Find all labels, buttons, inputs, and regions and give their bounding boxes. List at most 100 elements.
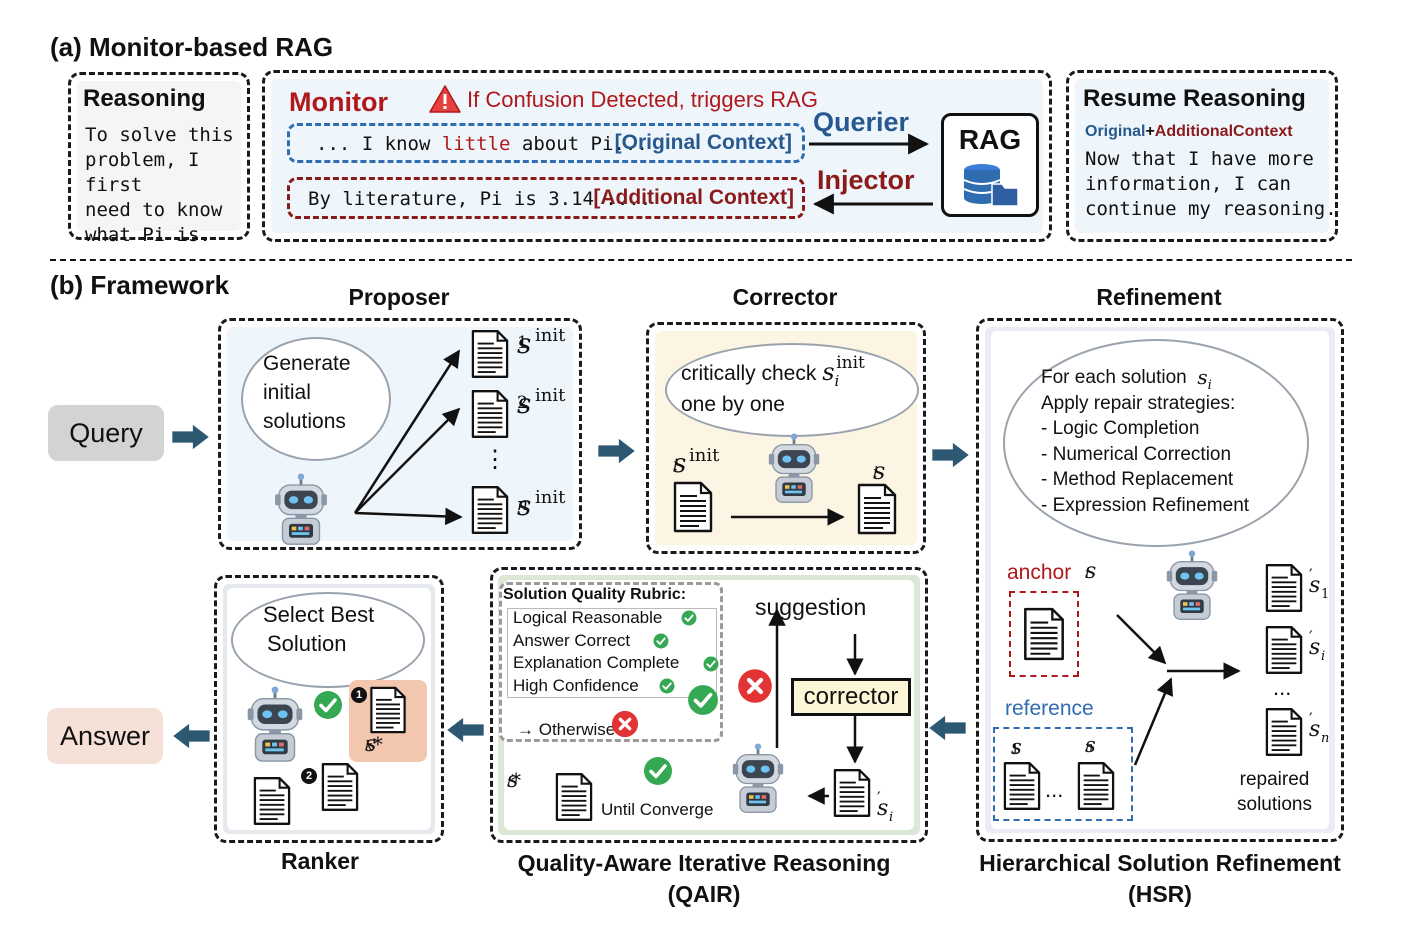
corrector-input-doc — [673, 481, 713, 533]
query-inject-arrows — [809, 133, 933, 215]
label-s1-prime: s′1 — [1309, 565, 1330, 602]
anchor-doc — [1023, 607, 1065, 661]
strategy-logic: - Logic Completion — [1041, 418, 1200, 439]
init-solution-2-doc — [471, 389, 509, 439]
cross-icon — [611, 710, 639, 738]
rubric-item-logical: Logical Reasonable — [513, 608, 663, 627]
repaired-doc-n — [1265, 707, 1303, 757]
proposer-title: Proposer — [348, 284, 450, 310]
init-solution-n-doc — [471, 485, 509, 535]
badge-2: 2 — [301, 768, 317, 784]
ranker-doc-a — [253, 776, 291, 826]
resume-title: Resume Reasoning — [1083, 85, 1306, 112]
proposer-robot — [269, 473, 333, 547]
check-icon — [653, 633, 669, 649]
qair-robot — [731, 742, 785, 816]
strategy-method: - Method Replacement — [1041, 469, 1234, 490]
reference-box — [993, 727, 1133, 821]
corrector-arrow — [731, 508, 845, 526]
check-icon — [703, 656, 719, 672]
arrow-corrector-refinement — [932, 441, 970, 469]
strategy-expression: - Expression Refinement — [1041, 494, 1250, 516]
ref-ellipsis: ... — [1045, 777, 1064, 802]
badge-1: 1 — [351, 687, 367, 703]
corrector-output-doc — [857, 483, 897, 535]
warning-text: If Confusion Detected, triggers RAG — [467, 87, 818, 112]
proposer-bubble — [241, 337, 391, 461]
rubric-item-answer: Answer Correct — [513, 630, 631, 650]
arrow-qair-ranker — [446, 716, 484, 744]
ref-doc-1 — [1003, 761, 1041, 811]
qair-box: Solution Quality Rubric: Logical Reasona… — [490, 567, 928, 843]
strategy-numerical: - Numerical Correction — [1041, 443, 1232, 465]
monitor-box: Monitor If Confusion Detected, triggers … — [262, 70, 1052, 242]
arrow-refinement-qair — [928, 714, 966, 742]
repaired-doc-1 — [1265, 563, 1303, 613]
reasoning-box: Reasoning To solve this problem, I first… — [68, 72, 250, 246]
part-a-title: (a) Monitor-based RAG — [50, 32, 334, 62]
corrector-node: corrector — [791, 678, 911, 716]
qair-final-doc — [555, 772, 593, 822]
ranker-bubble-text: Select Best Solution — [263, 602, 375, 656]
qair-title: Quality-Aware Iterative Reasoning (QAIR) — [517, 850, 891, 907]
ranker-doc-b — [321, 762, 359, 812]
reasoning-title: Reasoning — [83, 85, 206, 112]
proposer-bubble-text: Generate initial solutions — [263, 352, 351, 433]
warning-icon — [429, 85, 461, 113]
rubric-item-explanation: Explanation Complete — [513, 653, 680, 672]
original-tag: [Original Context] — [614, 131, 792, 154]
refinement-merge-arrows — [1116, 614, 1241, 766]
qair-loop-arrows — [768, 608, 864, 805]
init-solution-1-doc — [471, 329, 509, 379]
anchor-label: anchor — [1007, 561, 1072, 584]
hsr-title: Hierarchical Solution Refinement (HSR) — [979, 850, 1341, 907]
rubric-item-confidence: High Confidence — [513, 675, 639, 695]
otherwise-label: → Otherwise — [517, 720, 616, 739]
vertical-dots: ⋮ — [483, 445, 507, 473]
qair-si-prime-doc — [833, 768, 871, 818]
repaired-ellipsis: ... — [1273, 675, 1292, 700]
part-b-title: (b) Framework — [50, 270, 230, 300]
qair-label-si-prime: s′i — [877, 788, 894, 825]
refinement-bubble — [1003, 339, 1309, 547]
querier-label: Querier — [813, 107, 910, 137]
arrow-proposer-corrector — [598, 437, 636, 465]
query-node: Query — [48, 405, 164, 461]
corrector-title: Corrector — [732, 284, 838, 310]
answer-node: Answer — [47, 708, 163, 764]
rubric-title: Solution Quality Rubric: — [503, 586, 687, 603]
refinement-title: Refinement — [1096, 284, 1222, 310]
repaired-solutions-label: repaired solutions — [1237, 769, 1312, 815]
reference-label: reference — [1005, 697, 1094, 720]
check-icon — [681, 610, 697, 626]
ranker-check-icon — [313, 690, 343, 720]
proposer-fanout-arrows — [353, 349, 463, 526]
monitor-label: Monitor — [289, 87, 388, 117]
check-icon — [659, 678, 675, 694]
ranker-robot — [245, 686, 305, 764]
resume-tag: Original+AdditionalContext — [1085, 123, 1293, 140]
additional-tag: [Additional Context] — [593, 186, 794, 209]
rag-box: RAG — [941, 113, 1039, 217]
original-context: ... I know little about Pi... [Original … — [287, 123, 805, 163]
little-highlight: little — [441, 133, 511, 155]
label-si-prime: s′i — [1309, 627, 1326, 664]
reasoning-text: To solve this problem, I first need to k… — [85, 124, 234, 246]
best-solution-doc — [369, 686, 407, 734]
converge-check-icon — [643, 756, 673, 786]
resume-box: Resume Reasoning Original+AdditionalCont… — [1066, 70, 1338, 242]
corrector-bubble — [665, 343, 919, 437]
